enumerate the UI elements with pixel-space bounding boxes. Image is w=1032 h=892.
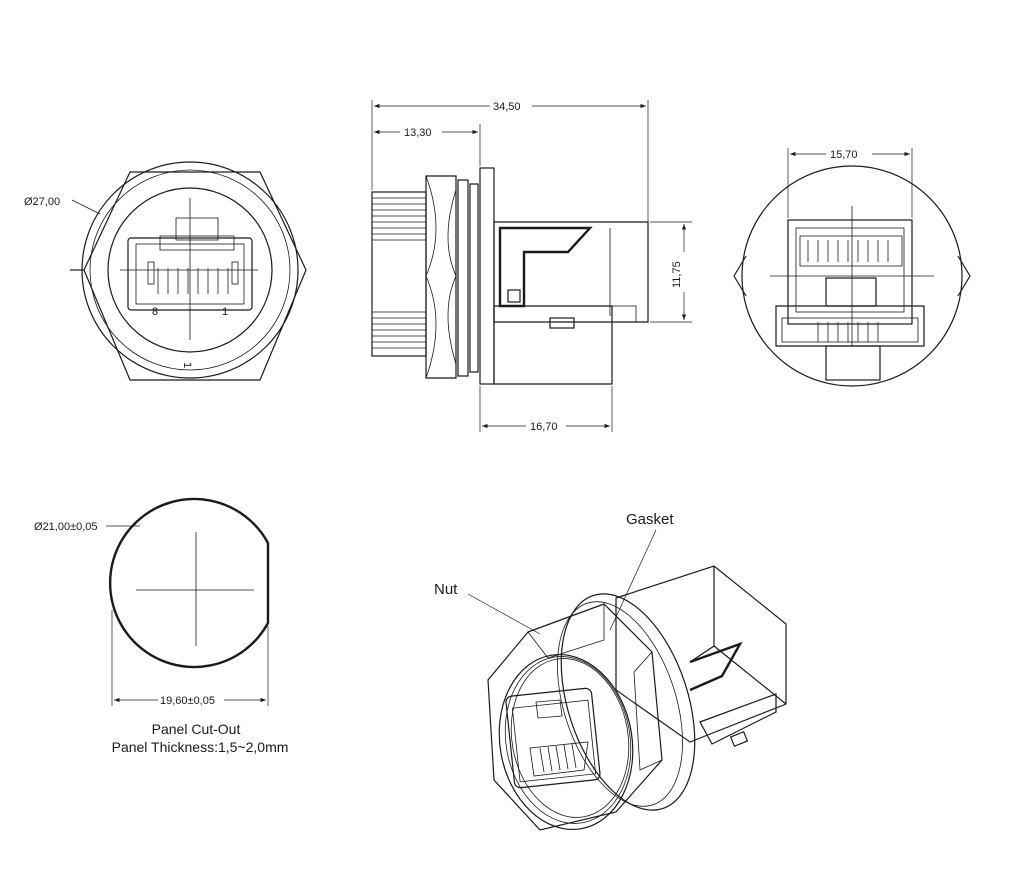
front-view: 8 1 1 Ø27,00 — [24, 161, 307, 381]
nut-callout: Nut — [434, 581, 458, 598]
iso-thread-lines — [504, 656, 632, 824]
pin-8-label: 8 — [152, 306, 158, 318]
outer-diameter-label: Ø27,00 — [24, 196, 60, 208]
iso-contacts — [529, 741, 589, 777]
rear-view: 15,70 — [733, 148, 971, 387]
gasket-callout: Gasket — [626, 511, 674, 528]
total-length-label: 34,50 — [493, 101, 521, 113]
rear-width-label: 15,70 — [830, 149, 858, 161]
cutout-diameter-label: Ø21,00±0,05 — [34, 521, 98, 533]
caption-panel-thickness: Panel Thickness:1,5~2,0mm — [112, 739, 289, 755]
height-label: 11,75 — [671, 261, 683, 288]
side-view: 34,50 13,30 11,75 16,70 — [371, 100, 692, 433]
caption-panel-cutout: Panel Cut-Out — [152, 721, 241, 737]
cutout-flat-label: 19,60±0,05 — [160, 695, 215, 707]
panel-cutout-view: Ø21,00±0,05 19,60±0,05 Panel Cut-Out Pan… — [34, 497, 289, 755]
key-mark: 1 — [181, 362, 193, 368]
thread-lines — [372, 197, 426, 349]
front-contacts — [147, 261, 239, 294]
rear-length-label: 16,70 — [530, 421, 558, 433]
pin-1-label: 1 — [222, 306, 228, 318]
front-length-label: 13,30 — [404, 127, 432, 139]
rear-contacts — [799, 235, 903, 267]
isometric-view: Gasket Nut — [434, 511, 787, 831]
